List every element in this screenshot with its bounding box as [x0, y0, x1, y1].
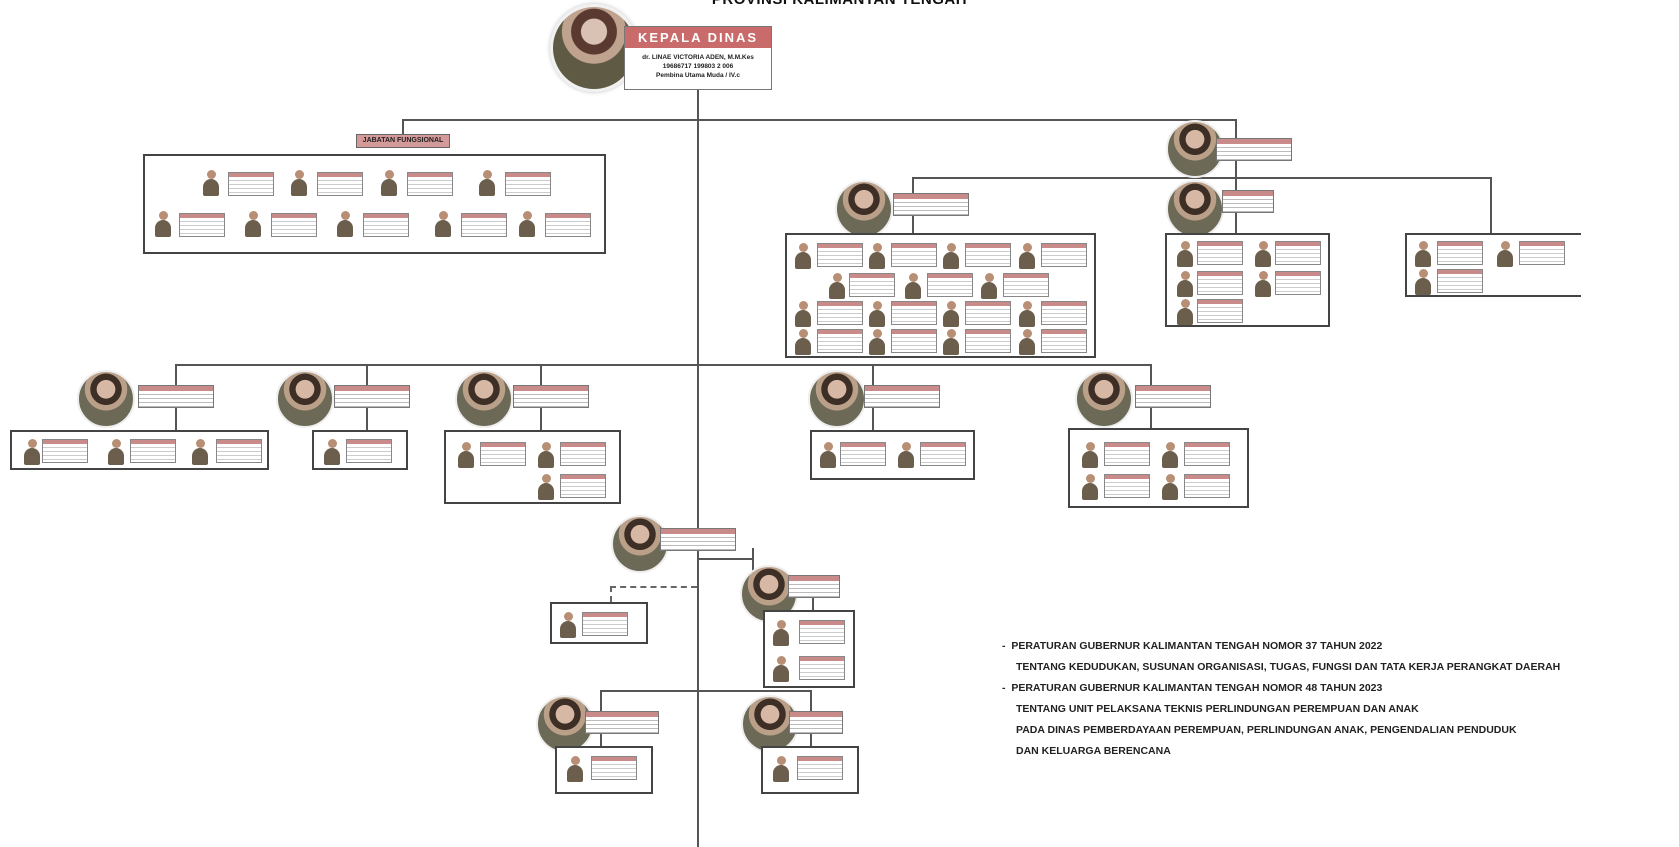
division-1-box	[10, 430, 269, 470]
subsection-2-card	[1222, 190, 1274, 213]
head-nip: 19686717 199803 2 006	[662, 63, 734, 70]
head-title: KEPALA DINAS	[625, 27, 771, 48]
upt-sub-3-box	[761, 746, 859, 794]
subsection-2-box	[1165, 233, 1330, 327]
upt-sub-1-card	[788, 575, 840, 598]
division-1-card	[138, 385, 214, 408]
division-3-box	[444, 430, 621, 504]
division-4-card	[864, 385, 940, 408]
upt-sub-1-box	[763, 610, 855, 688]
division-3-card	[513, 385, 589, 408]
head-photo	[550, 4, 638, 92]
head-rank: Pembina Utama Muda / IV.c	[656, 72, 740, 79]
subsection-2-photo	[1166, 180, 1224, 238]
subsection-3-box	[1405, 233, 1581, 297]
division-5-box	[1068, 428, 1249, 508]
division-1-photo	[77, 370, 135, 428]
upt-sub-2-card	[585, 711, 659, 734]
upt-sub-3-card	[789, 711, 843, 734]
division-4-box	[810, 430, 975, 480]
regulation-line-3: - PERATURAN GUBERNUR KALIMANTAN TENGAH N…	[1002, 682, 1383, 694]
upt-head-card	[660, 528, 736, 551]
head-name: dr. LINAE VICTORIA ADEN, M.M.Kes	[642, 54, 754, 61]
head-card: KEPALA DINAS dr. LINAE VICTORIA ADEN, M.…	[624, 26, 772, 90]
subsection-1-card	[893, 193, 969, 216]
regulation-line-1: - PERATURAN GUBERNUR KALIMANTAN TENGAH N…	[1002, 640, 1383, 652]
regulation-line-6: DAN KELUARGA BERENCANA	[1016, 745, 1171, 757]
subsection-1-photo	[835, 180, 893, 238]
regulation-line-5: PADA DINAS PEMBERDAYAAN PEREMPUAN, PERLI…	[1016, 724, 1517, 736]
functional-box	[143, 154, 606, 254]
upt-sub-2-box	[555, 746, 653, 794]
regulation-line-2: TENTANG KEDUDUKAN, SUSUNAN ORGANISASI, T…	[1016, 661, 1561, 673]
division-4-photo	[808, 370, 866, 428]
division-2-box	[312, 430, 408, 470]
division-2-photo	[276, 370, 334, 428]
regulations-note: - PERATURAN GUBERNUR KALIMANTAN TENGAH N…	[1002, 640, 1560, 766]
secretary-card	[1216, 138, 1292, 161]
division-5-photo	[1075, 370, 1133, 428]
subsection-1-box	[785, 233, 1096, 358]
regulation-line-4: TENTANG UNIT PELAKSANA TEKNIS PERLINDUNG…	[1016, 703, 1419, 715]
division-2-card	[334, 385, 410, 408]
upt-staff-box	[550, 602, 648, 644]
page-title: PROVINSI KALIMANTAN TENGAH	[0, 0, 1679, 8]
division-3-photo	[455, 370, 513, 428]
division-5-card	[1135, 385, 1211, 408]
functional-label: JABATAN FUNGSIONAL	[356, 134, 450, 148]
upt-sub-2-photo	[536, 695, 594, 753]
